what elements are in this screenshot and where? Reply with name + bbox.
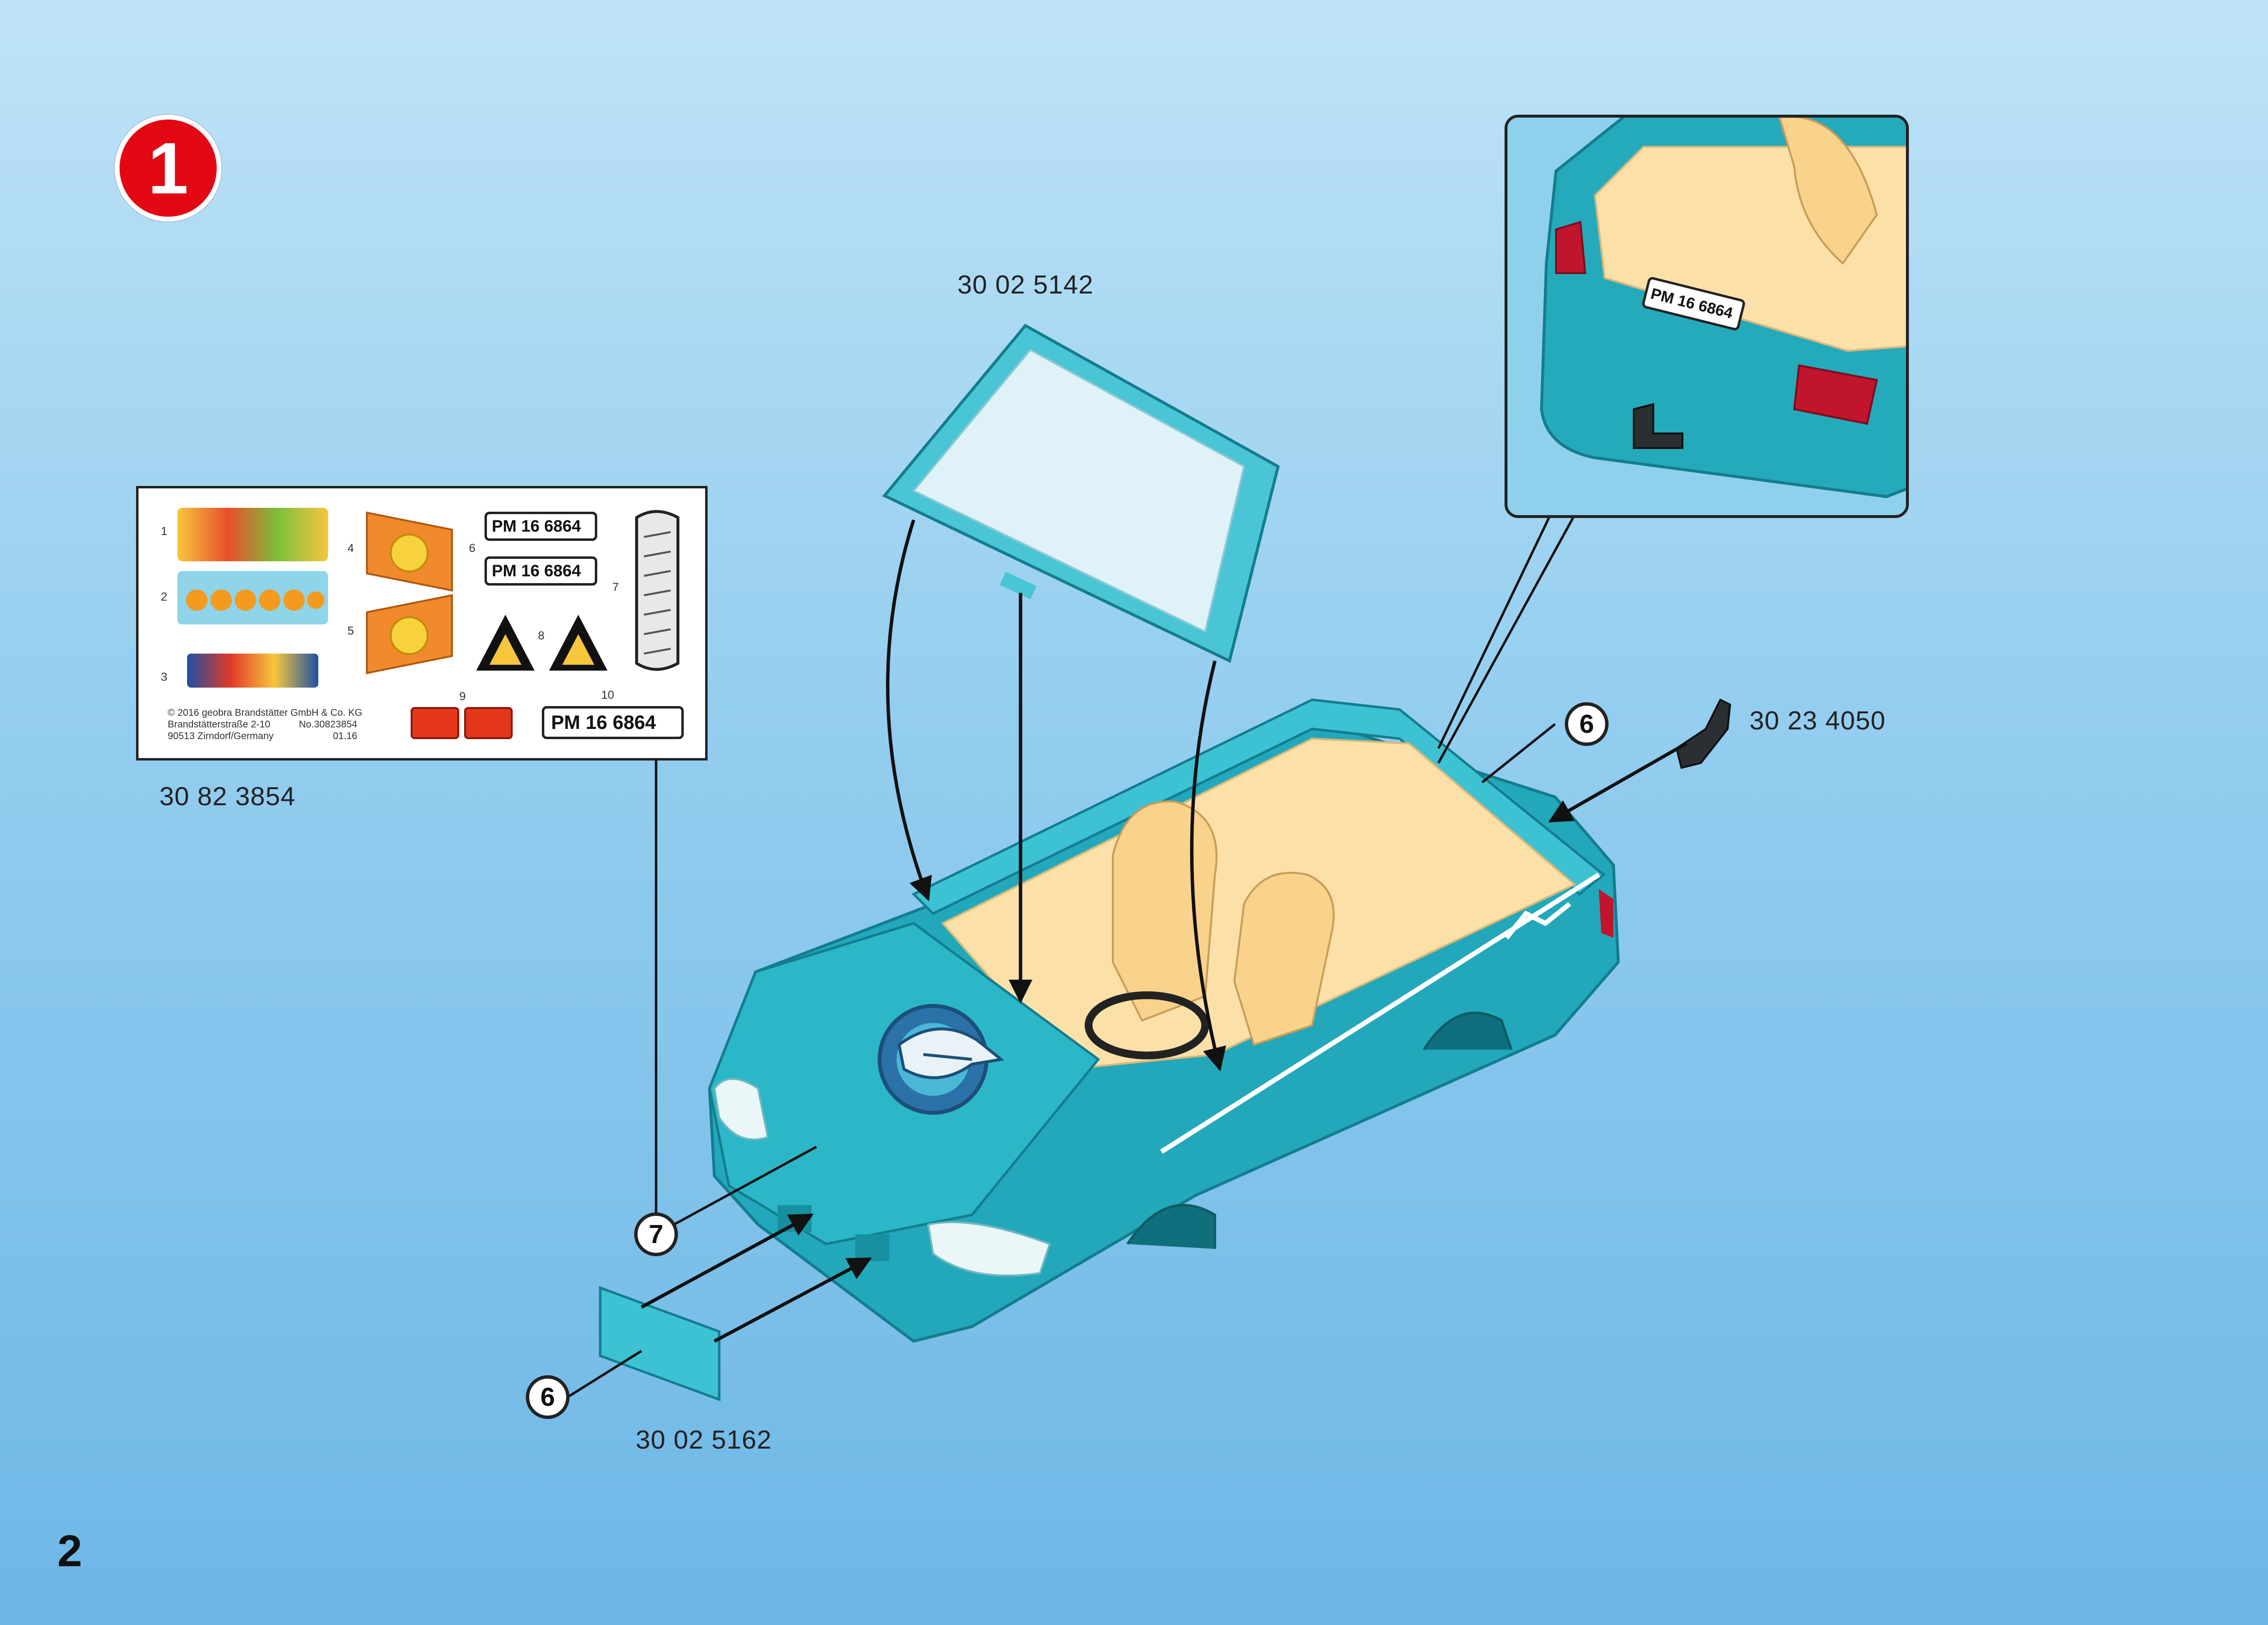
sun-icon <box>362 593 459 675</box>
sticker-number: 2 <box>161 590 167 604</box>
sticker-speed-banner <box>187 654 318 688</box>
sticker-number: 4 <box>347 542 354 555</box>
grille-callout: 7 <box>634 1212 678 1256</box>
license-plate-sticker: PM 16 6864 <box>485 556 597 586</box>
sticker-number: 8 <box>538 629 544 643</box>
hitch-callout: 6 <box>1565 702 1609 746</box>
tow-hitch-icon <box>1677 700 1730 768</box>
rear-detail-inset: PM 16 6864 <box>1505 115 1909 518</box>
sticker-number: 7 <box>612 581 619 594</box>
sticker-number: 10 <box>601 689 614 702</box>
tail-light-sticker <box>411 707 459 739</box>
sticker-number: 5 <box>347 624 354 638</box>
license-plate-sticker: PM 16 6864 <box>542 706 684 739</box>
sticker-number: 1 <box>161 525 167 538</box>
license-plate-sticker: PM 16 6864 <box>485 512 597 541</box>
front-plate-part <box>600 1288 719 1400</box>
plate-callout: 6 <box>526 1375 570 1419</box>
sticker-number: 6 <box>469 542 475 555</box>
grille-sticker <box>627 508 685 673</box>
car-body <box>710 700 1618 1341</box>
sun-icon <box>362 510 459 593</box>
sticker-fruit-banner <box>177 508 328 561</box>
warning-triangle-icon <box>474 612 537 675</box>
windshield-part <box>884 326 1278 661</box>
sticker-number: 3 <box>161 671 167 684</box>
sticker-number: 9 <box>459 690 466 704</box>
sheet-number: No.30823854 01.16 <box>299 719 357 742</box>
tail-light-sticker <box>464 707 513 739</box>
warning-triangle-icon <box>547 612 610 675</box>
sticker-orange-banner <box>177 571 328 624</box>
sticker-sheet: 1 2 3 4 5 6 PM 16 6864 PM 16 6864 7 8 9 <box>136 486 708 761</box>
